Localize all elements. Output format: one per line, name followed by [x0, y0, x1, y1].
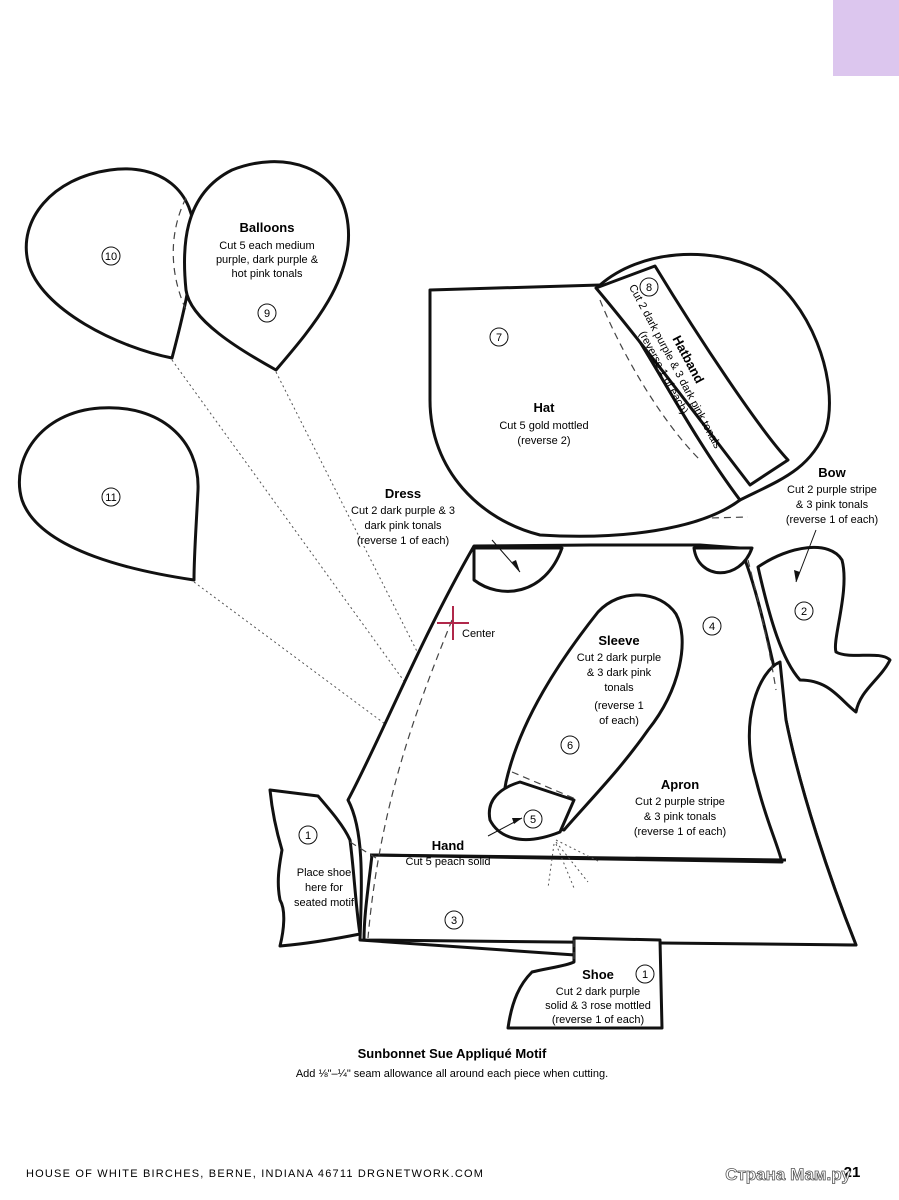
- svg-text:Cut 2 dark purple: Cut 2 dark purple: [577, 652, 661, 664]
- svg-text:seated motif: seated motif: [294, 897, 355, 909]
- sleeve-piece-6: [498, 593, 684, 832]
- caption-title: Sunbonnet Sue Appliqué Motif: [358, 1046, 547, 1061]
- svg-text:purple, dark purple &: purple, dark purple &: [216, 254, 319, 266]
- svg-text:Bow: Bow: [818, 465, 846, 480]
- svg-text:& 3 pink tonals: & 3 pink tonals: [644, 811, 717, 823]
- badge-bow-2: 2: [801, 606, 807, 618]
- svg-text:Cut 5 each medium: Cut 5 each medium: [219, 240, 314, 252]
- piece-number-badges: 10 9 11 7 8 2 4 6 5 3 1 1: [101, 246, 814, 984]
- sleeve-label: Sleeve Cut 2 dark purple & 3 dark pink t…: [577, 633, 661, 727]
- svg-text:Shoe: Shoe: [582, 967, 614, 982]
- dress-label: Dress Cut 2 dark purple & 3 dark pink to…: [351, 486, 455, 547]
- badge-shoe-1: 1: [642, 969, 648, 981]
- shoe-piece-1: [506, 936, 664, 1030]
- badge-dress-4: 4: [709, 621, 715, 633]
- svg-text:Sleeve: Sleeve: [598, 633, 639, 648]
- dress-center-line: [367, 619, 453, 939]
- svg-text:dark pink tonals: dark pink tonals: [364, 520, 442, 532]
- shoe-label: Shoe Cut 2 dark purple solid & 3 rose mo…: [545, 967, 651, 1026]
- svg-text:Cut 5 peach solid: Cut 5 peach solid: [406, 856, 491, 868]
- svg-text:Cut 2 purple stripe: Cut 2 purple stripe: [635, 796, 725, 808]
- seated-shoe-seam: [349, 841, 377, 859]
- center-mark: [437, 606, 469, 640]
- badge-seated-shoe-1: 1: [305, 830, 311, 842]
- svg-text:of each): of each): [599, 715, 639, 727]
- svg-text:Cut 2 purple stripe: Cut 2 purple stripe: [787, 484, 877, 496]
- apron-hem-line: [369, 853, 787, 862]
- svg-text:(reverse 1 of each): (reverse 1 of each): [786, 514, 878, 526]
- balloon-piece-9: [182, 160, 351, 372]
- svg-text:(reverse 1 of each): (reverse 1 of each): [357, 535, 449, 547]
- svg-text:(reverse 2): (reverse 2): [517, 435, 570, 447]
- pointer-arrows: [487, 529, 817, 837]
- badge-balloon-11: 11: [105, 492, 116, 504]
- watermark-text: Страна Мам.ру: [725, 1165, 851, 1184]
- apron-piece-3: [362, 660, 858, 947]
- seated-shoe-label: Place shoe here for seated motif: [294, 867, 355, 909]
- dress-right-seam: [747, 559, 777, 691]
- svg-text:Dress: Dress: [385, 486, 421, 501]
- svg-text:Place shoe: Place shoe: [297, 867, 351, 879]
- svg-text:Cut 2 dark purple: Cut 2 dark purple: [556, 986, 640, 998]
- bow-piece-2: [756, 545, 892, 714]
- svg-text:& 3 pink tonals: & 3 pink tonals: [796, 499, 869, 511]
- svg-text:Cut 5 gold mottled: Cut 5 gold mottled: [499, 420, 588, 432]
- badge-balloon-9: 9: [264, 308, 270, 320]
- apron-label: Apron Cut 2 purple stripe & 3 pink tonal…: [634, 777, 726, 838]
- balloons-label: Balloons Cut 5 each medium purple, dark …: [216, 220, 319, 280]
- svg-text:Hand: Hand: [432, 838, 465, 853]
- badge-apron-3: 3: [451, 915, 457, 927]
- hand-rays: [547, 839, 601, 889]
- svg-text:(reverse 1 of each): (reverse 1 of each): [634, 826, 726, 838]
- balloon-overlap-line: [172, 197, 187, 311]
- hand-label: Hand Cut 5 peach solid: [406, 838, 491, 868]
- svg-text:& 3 dark pink: & 3 dark pink: [587, 667, 652, 679]
- badge-sleeve-6: 6: [567, 740, 573, 752]
- svg-text:tonals: tonals: [604, 682, 634, 694]
- badge-hand-5: 5: [530, 814, 536, 826]
- bow-label: Bow Cut 2 purple stripe & 3 pink tonals …: [786, 465, 878, 526]
- svg-text:(reverse 1: (reverse 1: [594, 700, 644, 712]
- svg-text:here for: here for: [305, 882, 343, 894]
- svg-text:Apron: Apron: [661, 777, 699, 792]
- balloon-strings: [171, 359, 493, 803]
- hat-seam: [599, 299, 701, 461]
- seated-shoe-piece-1: [268, 788, 362, 948]
- corner-color-tab: [833, 0, 899, 76]
- badge-balloon-10: 10: [105, 251, 117, 263]
- center-label: Center: [462, 628, 495, 640]
- svg-text:Cut 2 dark purple & 3: Cut 2 dark purple & 3: [351, 505, 455, 517]
- hat-label: Hat Cut 5 gold mottled (reverse 2): [499, 400, 588, 447]
- footer-publisher: HOUSE OF WHITE BIRCHES, BERNE, INDIANA 4…: [26, 1168, 484, 1180]
- caption-subtitle: Add ⅛"–¼" seam allowance all around each…: [296, 1068, 608, 1080]
- svg-text:(reverse 1 of each): (reverse 1 of each): [552, 1014, 644, 1026]
- svg-text:solid & 3 rose mottled: solid & 3 rose mottled: [545, 1000, 651, 1012]
- badge-hat-7: 7: [496, 332, 502, 344]
- svg-text:Hat: Hat: [534, 400, 556, 415]
- page-number: 21: [844, 1164, 861, 1181]
- svg-text:hot pink tonals: hot pink tonals: [232, 268, 303, 280]
- hatband-strip: [594, 264, 790, 487]
- svg-text:Balloons: Balloons: [240, 220, 295, 235]
- dress-neck-right: [692, 546, 754, 575]
- badge-hatband-8: 8: [646, 282, 652, 294]
